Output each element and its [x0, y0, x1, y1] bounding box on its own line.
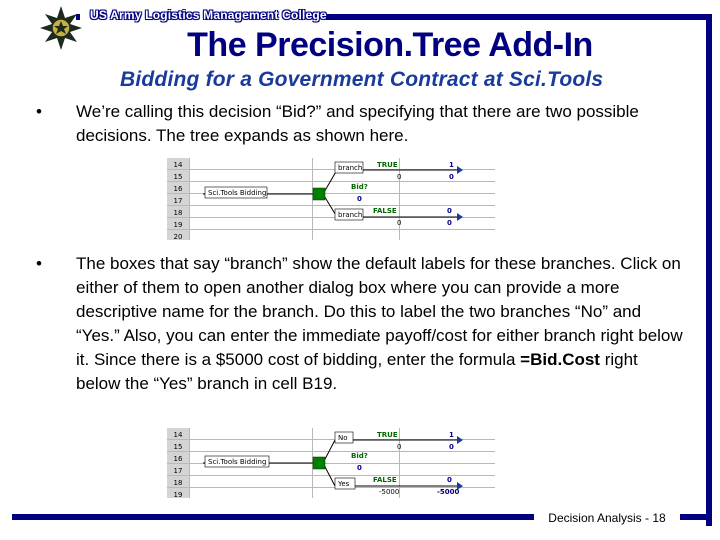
tree1-row-label: 14	[174, 161, 183, 169]
frame-right-border	[706, 14, 712, 526]
tree2-branch-bottom-flag: FALSE	[373, 476, 397, 484]
spreadsheet-tree-2: 14 15 16 17 18 19 Sci.Tools Bidding No Y…	[167, 428, 495, 498]
frame-bottom-border	[12, 514, 712, 520]
college-header-box	[80, 6, 326, 26]
tree2-row-label: 16	[174, 455, 183, 463]
tree1-row-label: 18	[174, 209, 183, 217]
tree2-branch-top-prob: 1	[449, 431, 454, 439]
tree2-branch-bottom-value-right: -5000	[437, 488, 460, 496]
tree2-branch-top-value-left: 0	[397, 443, 401, 451]
tree1-branch-bottom-prob: 0	[447, 207, 452, 215]
tree2-row-label: 19	[174, 491, 183, 498]
tree2-row-label: 14	[174, 431, 183, 439]
tree1-branch-top-value-right: 0	[449, 173, 454, 181]
slide-title: The Precision.Tree Add-In	[187, 26, 593, 64]
bullet-2-text-before: The boxes that say “branch” show the def…	[76, 254, 683, 369]
tree1-branch-bottom-value-right: 0	[447, 219, 452, 227]
tree2-row-label: 15	[174, 443, 183, 451]
tree1-decision-label: Bid?	[351, 183, 368, 191]
tree2-branch-bottom-prob: 0	[447, 476, 452, 484]
tree2-root-label: Sci.Tools Bidding	[208, 458, 266, 466]
tree2-branch-bottom-label: Yes	[337, 480, 350, 488]
almc-crest-logo	[40, 6, 82, 50]
tree1-branch-bottom-flag: FALSE	[373, 207, 397, 215]
bullet-2: • The boxes that say “branch” show the d…	[36, 252, 696, 422]
tree2-branch-top-value-right: 0	[449, 443, 454, 451]
tree1-branch-bottom-value-left: 0	[397, 219, 401, 227]
bullet-1: • We’re calling this decision “Bid?” and…	[36, 100, 696, 150]
tree1-row-label: 16	[174, 185, 183, 193]
formula-bid-cost: =Bid.Cost	[520, 350, 600, 369]
tree2-row-label: 17	[174, 467, 183, 475]
bullet-marker: •	[36, 102, 42, 121]
decision-tree-2: 14 15 16 17 18 19 Sci.Tools Bidding No Y…	[167, 428, 495, 498]
tree1-root-label: Sci.Tools Bidding	[208, 189, 266, 197]
tree2-row-label: 18	[174, 479, 183, 487]
bullet-2-text: The boxes that say “branch” show the def…	[76, 252, 686, 396]
tree1-row-label: 15	[174, 173, 183, 181]
tree2-branch-top-flag: TRUE	[377, 431, 398, 439]
tree2-branch-top-label: No	[338, 434, 348, 442]
bullet-2-text-after: right below the “Yes” branch in cell B19…	[76, 350, 638, 393]
tree1-row-label: 17	[174, 197, 183, 205]
tree1-row-label: 20	[174, 233, 183, 240]
tree1-branch-top-prob: 1	[449, 161, 454, 169]
bullet-marker: •	[36, 254, 42, 273]
tree1-decision-value: 0	[357, 195, 362, 203]
tree1-branch-bottom-label: branch	[338, 211, 362, 219]
bullet-1-text: We’re calling this decision “Bid?” and s…	[76, 102, 639, 145]
tree1-branch-top-value-left: 0	[397, 173, 401, 181]
tree1-branch-top-label: branch	[338, 164, 362, 172]
frame-top-border	[76, 14, 712, 20]
decision-tree-1: 14 15 16 17 18 19 20 Sci.Tools Bidding b…	[167, 158, 495, 240]
tree2-decision-label: Bid?	[351, 452, 368, 460]
slide-subtitle: Bidding for a Government Contract at Sci…	[120, 68, 604, 91]
slide-footer: Decision Analysis - 18	[534, 509, 680, 527]
spreadsheet-tree-1: 14 15 16 17 18 19 20 Sci.Tools Bidding b…	[167, 158, 495, 240]
tree2-decision-value: 0	[357, 464, 362, 472]
college-name: US Army Logistics Management College	[90, 8, 327, 22]
tree1-row-label: 19	[174, 221, 183, 229]
tree2-branch-bottom-value-left: -5000	[379, 488, 399, 496]
tree1-branch-top-flag: TRUE	[377, 161, 398, 169]
